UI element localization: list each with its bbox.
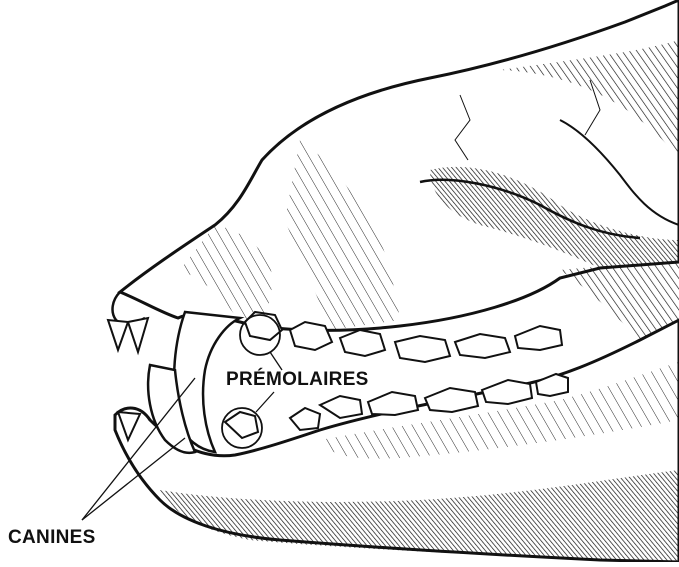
premolars-label: PRÉMOLAIRES [226, 369, 369, 391]
premolar-leader-lower [256, 392, 274, 412]
premolar-leader-upper [270, 352, 282, 370]
canines-label: CANINES [8, 527, 96, 549]
